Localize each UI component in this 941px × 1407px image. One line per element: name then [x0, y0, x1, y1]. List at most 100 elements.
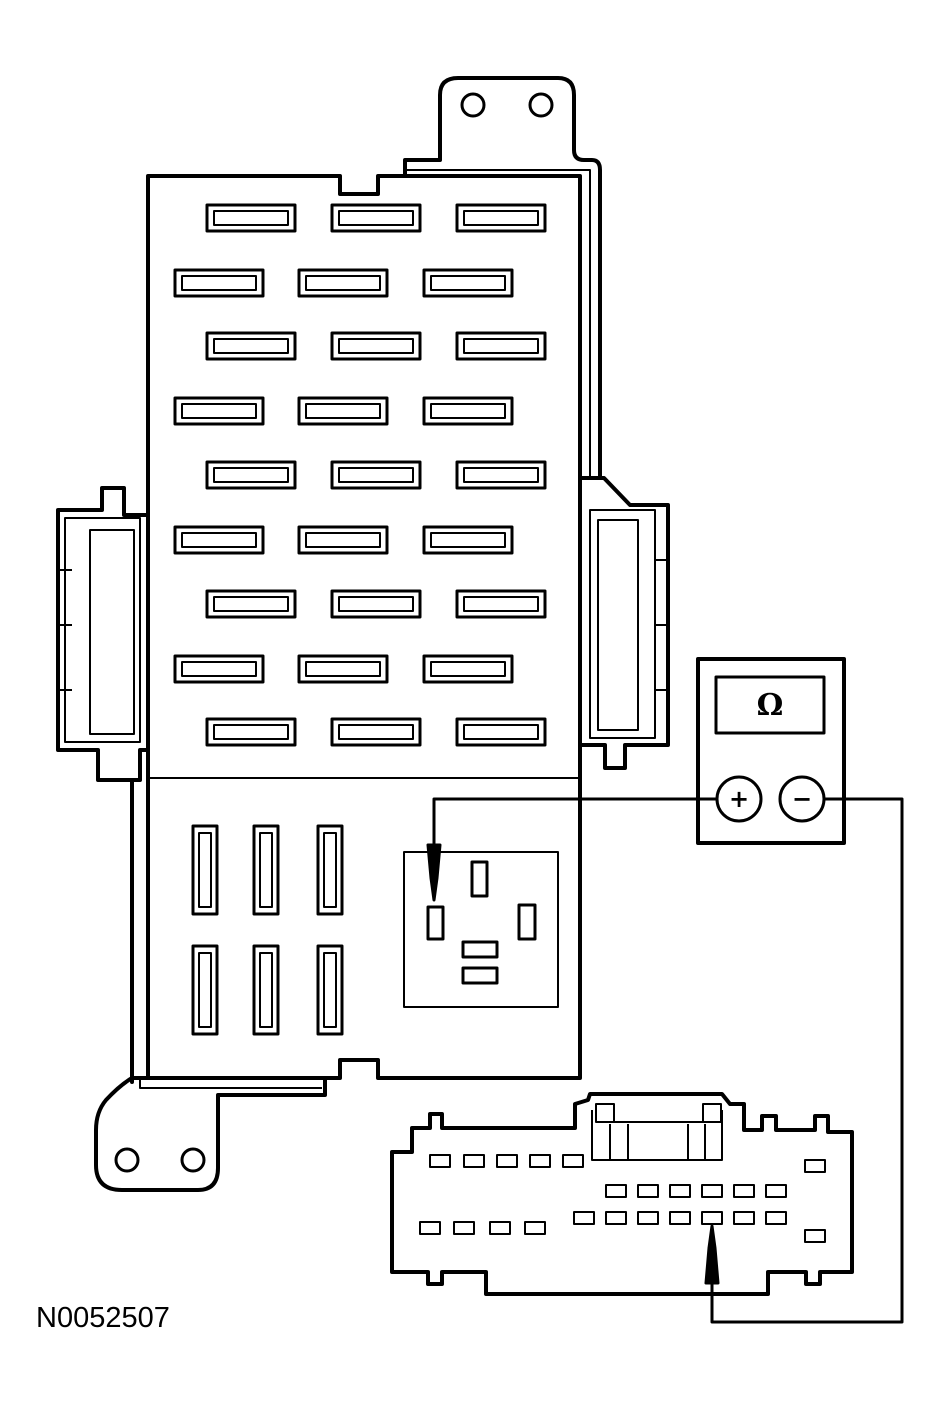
mini-fuse-slot [455, 717, 547, 747]
left-side-clip [56, 486, 148, 782]
box-body [146, 174, 582, 1080]
mini-fuse-slot [297, 268, 389, 298]
harness-connector [390, 1092, 854, 1296]
mini-fuse-slot [422, 268, 514, 298]
mini-fuse-slot-inner [430, 403, 506, 419]
mini-fuse-slot [330, 717, 422, 747]
mini-fuse-slot-inner [181, 403, 257, 419]
pin-cavity [463, 1154, 485, 1168]
mini-fuse-slot-inner [463, 467, 539, 483]
mini-fuse-slot [205, 460, 297, 490]
maxi-fuse-slot [252, 824, 280, 916]
pin-cavity [496, 1154, 518, 1168]
relay-socket [403, 851, 559, 1008]
ohmmeter [696, 657, 846, 845]
pin-cavity [529, 1154, 551, 1168]
mini-fuse-slot-inner [305, 532, 381, 548]
pin-cavity [637, 1184, 659, 1198]
mini-fuse-slot [422, 396, 514, 426]
pin-cavity [524, 1221, 546, 1235]
pin-cavity [453, 1221, 475, 1235]
fuse-junction-box [56, 76, 670, 1192]
positive-sign: + [729, 785, 749, 813]
pin-cavity [605, 1211, 627, 1225]
positive-probe [426, 843, 442, 902]
maxi-fuse-slot-inner [259, 832, 273, 908]
pin-cavity [637, 1211, 659, 1225]
pin-cavity [804, 1229, 826, 1243]
ohmmeter-display [714, 675, 826, 735]
negative-sign: − [792, 785, 812, 813]
pin-cavity [573, 1211, 595, 1225]
ohmmeter-body [696, 657, 846, 845]
mini-fuse-slot [173, 268, 265, 298]
mini-fuse-slot-inner [338, 724, 414, 740]
pin-cavity [605, 1184, 627, 1198]
pin-cavity [765, 1184, 787, 1198]
mini-fuse-slot [422, 525, 514, 555]
mini-fuse-slot-inner [463, 210, 539, 226]
maxi-fuse-slot-inner [323, 832, 337, 908]
pin-cavity [733, 1211, 755, 1225]
right-side-clip [580, 476, 670, 770]
mini-fuse-slot-inner [181, 275, 257, 291]
pin-cavity [701, 1184, 723, 1198]
mini-fuse-slot-inner [213, 467, 289, 483]
mini-fuse-slot-inner [305, 275, 381, 291]
positive-lead-wire [432, 797, 717, 845]
connector-pin-grid [419, 1154, 826, 1243]
mini-fuse-slot-inner [430, 532, 506, 548]
pin-cavity [669, 1211, 691, 1225]
top-mounting-tab [403, 76, 602, 478]
mount-hole [460, 92, 486, 118]
mini-fuse-slot [173, 525, 265, 555]
mini-fuse-slot [455, 203, 547, 233]
maxi-fuse-grid [191, 824, 344, 1036]
mini-fuse-slot-inner [213, 210, 289, 226]
mini-fuse-grid [173, 203, 547, 747]
maxi-fuse-slot [191, 944, 219, 1036]
mini-fuse-slot [330, 589, 422, 619]
pin-cavity [562, 1154, 584, 1168]
mini-fuse-slot-inner [213, 724, 289, 740]
mini-fuse-slot-inner [338, 467, 414, 483]
mini-fuse-slot [205, 589, 297, 619]
mini-fuse-slot [297, 396, 389, 426]
maxi-fuse-slot [191, 824, 219, 916]
mount-hole [528, 92, 554, 118]
negative-lead-wire [710, 797, 904, 1324]
pin-cavity [765, 1211, 787, 1225]
pin-cavity [429, 1154, 451, 1168]
mount-hole [114, 1147, 140, 1173]
mini-fuse-slot-inner [181, 661, 257, 677]
mini-fuse-slot-inner [463, 724, 539, 740]
pin-cavity [489, 1221, 511, 1235]
mini-fuse-slot [455, 589, 547, 619]
mini-fuse-slot [173, 396, 265, 426]
mini-fuse-slot-inner [463, 338, 539, 354]
mini-fuse-slot-inner [338, 210, 414, 226]
mini-fuse-slot-inner [305, 403, 381, 419]
pin-cavity [419, 1221, 441, 1235]
maxi-fuse-slot-inner [259, 952, 273, 1028]
mini-fuse-slot-inner [463, 596, 539, 612]
maxi-fuse-slot-inner [198, 952, 212, 1028]
maxi-fuse-slot [316, 944, 344, 1036]
mini-fuse-slot-inner [338, 596, 414, 612]
pin-cavity [804, 1159, 826, 1173]
mini-fuse-slot [455, 331, 547, 361]
mini-fuse-slot [330, 331, 422, 361]
mini-fuse-slot [330, 460, 422, 490]
mini-fuse-slot [297, 654, 389, 684]
ohm-symbol: Ω [757, 688, 784, 723]
test-leads [426, 797, 904, 1324]
mini-fuse-slot [205, 717, 297, 747]
mini-fuse-slot-inner [305, 661, 381, 677]
figure-reference-number: N0052507 [36, 1302, 170, 1334]
mini-fuse-slot [330, 203, 422, 233]
mini-fuse-slot [173, 654, 265, 684]
mini-fuse-slot-inner [430, 275, 506, 291]
mini-fuse-slot [455, 460, 547, 490]
mini-fuse-slot [422, 654, 514, 684]
